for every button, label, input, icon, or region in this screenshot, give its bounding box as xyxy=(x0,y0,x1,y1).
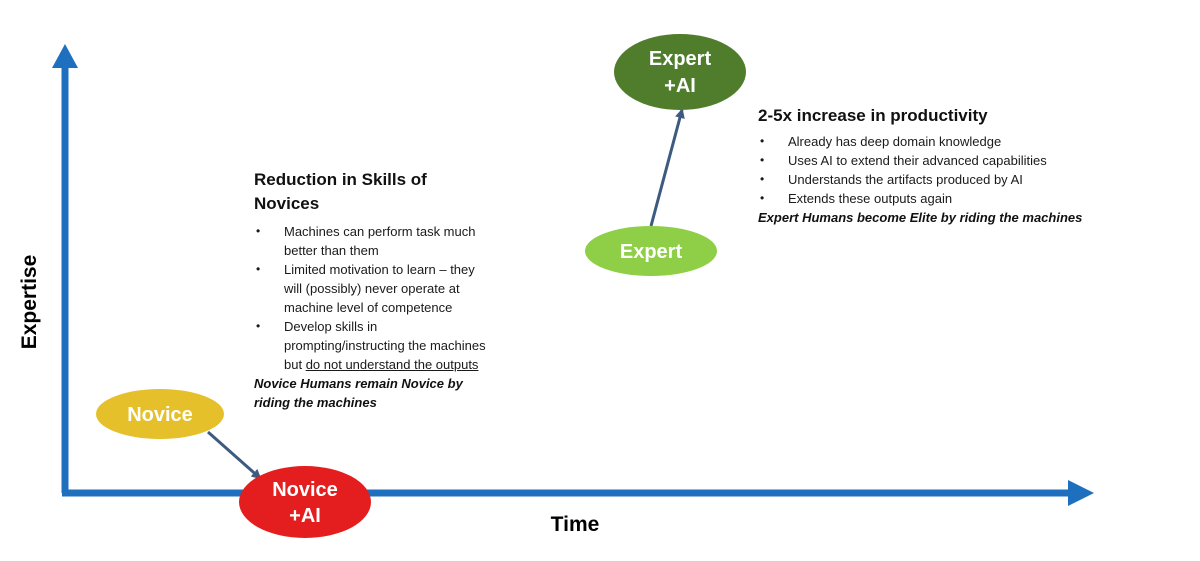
node-novice: Novice xyxy=(96,389,224,439)
novice-bullet-3-underlined: do not understand the outputs xyxy=(305,357,479,372)
y-axis-arrowhead xyxy=(52,44,78,68)
node-novice-ai: Novice +AI xyxy=(239,466,371,538)
novice-bullet-3: Develop skills in prompting/instructing … xyxy=(254,317,494,374)
novice-bullet-3-text: Develop skills in prompting/instructing … xyxy=(284,319,486,372)
node-novice-label: Novice xyxy=(127,404,193,426)
expert-bullet-3: Understands the artifacts produced by AI xyxy=(758,170,1138,189)
expert-bullet-2: Uses AI to extend their advanced capabil… xyxy=(758,151,1138,170)
novice-description-block: Reduction in Skills of Novices Machines … xyxy=(254,168,494,412)
expert-bullet-1: Already has deep domain knowledge xyxy=(758,132,1138,151)
novice-block-title: Reduction in Skills of Novices xyxy=(254,170,427,213)
expert-block-title: 2-5x increase in productivity xyxy=(758,106,988,125)
expert-conclusion: Expert Humans become Elite by riding the… xyxy=(758,210,1083,225)
node-expert-ai: Expert +AI xyxy=(614,34,746,110)
expert-bullet-list: Already has deep domain knowledge Uses A… xyxy=(758,132,1138,208)
x-axis-label: Time xyxy=(551,513,600,536)
novice-to-novice-ai-arrow xyxy=(207,430,262,480)
novice-conclusion: Novice Humans remain Novice by riding th… xyxy=(254,376,463,410)
expert-bullet-4: Extends these outputs again xyxy=(758,189,1138,208)
expert-to-expert-ai-arrow xyxy=(649,108,685,227)
node-expert-label: Expert xyxy=(620,241,683,263)
novice-bullet-1: Machines can perform task much better th… xyxy=(254,222,494,260)
node-novice-ai-line1: Novice xyxy=(272,479,338,501)
expert-description-block: 2-5x increase in productivity Already ha… xyxy=(758,104,1138,227)
y-axis-label: Expertise xyxy=(18,255,41,350)
node-expert-ai-line2: +AI xyxy=(664,75,696,97)
node-expert: Expert xyxy=(585,226,717,276)
node-novice-ai-line2: +AI xyxy=(289,505,321,527)
novice-bullet-2: Limited motivation to learn – they will … xyxy=(254,260,494,317)
novice-bullet-list: Machines can perform task much better th… xyxy=(254,222,494,374)
node-expert-ai-line1: Expert xyxy=(649,48,712,70)
x-axis-arrowhead xyxy=(1068,480,1094,506)
